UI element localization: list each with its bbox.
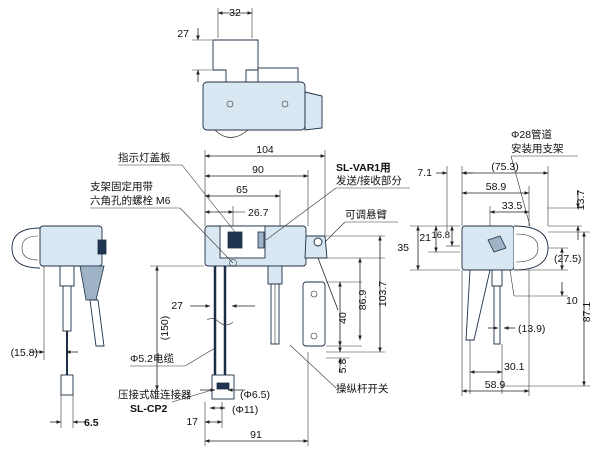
right-dim-75-3: (75.3) [491, 161, 518, 173]
arm-pivot [313, 237, 323, 247]
label-cable: Φ5.2电缆 [130, 352, 174, 365]
dim-17: 17 [186, 416, 198, 428]
dim-phi6-5: (Φ6.5) [240, 389, 270, 401]
label-bracket-line2: 六角孔的螺栓 M6 [90, 194, 171, 207]
dim-86-9: 86.9 [357, 290, 369, 311]
label-connector: 压接式雄连接器 [118, 388, 192, 401]
indicator-lamp [227, 231, 243, 249]
top-view-connector-block [212, 39, 259, 83]
right-rod-collar [491, 269, 503, 287]
left-indicator [97, 239, 107, 255]
left-connector [60, 374, 74, 396]
top-view-housing [202, 81, 306, 131]
dim-150: (150) [159, 316, 171, 341]
left-view: (15.8) 6.5 [11, 225, 107, 429]
label-model: SL-VAR1用 [336, 162, 391, 174]
label-pipe-bracket-2: 安装用支架 [511, 142, 564, 155]
left-dim-15-8: (15.8) [11, 347, 38, 359]
right-rod [493, 285, 501, 345]
dim-phi11: (Φ11) [232, 404, 258, 416]
left-lever [89, 299, 105, 347]
left-rod [62, 285, 72, 332]
dim-91: 91 [250, 429, 262, 441]
right-dim-27-5: (27.5) [554, 253, 581, 265]
front-view: 104 90 65 26.7 (150) 27 40 86.9 103.7 5.… [90, 144, 410, 446]
right-dim-13-7: 13.7 [575, 190, 587, 211]
right-lever [465, 269, 491, 341]
top-view-lens [214, 129, 249, 138]
right-dim-33-5: 33.5 [502, 200, 523, 212]
label-model-part: 发送/接收部分 [336, 174, 402, 187]
top-view-side-block [257, 67, 299, 83]
label-pipe-bracket: Φ28管道 [511, 128, 553, 141]
left-arm [79, 265, 105, 301]
bracket-plate [302, 281, 326, 347]
hex-bolt [229, 259, 237, 267]
right-dim-58-9-top: 58.9 [486, 181, 507, 193]
rod-collar [267, 265, 283, 285]
label-adjustable-arm: 可调悬臂 [345, 208, 387, 221]
right-dim-35: 35 [397, 242, 409, 254]
cable-break [206, 318, 234, 326]
right-dim-13-9: (13.9) [518, 323, 545, 335]
label-bracket-line1: 支架固定用带 [90, 180, 153, 193]
plate-hole-top [310, 290, 318, 298]
dim-27: 27 [171, 300, 183, 312]
label-lever-switch: 操纵杆开关 [336, 382, 389, 395]
dim-104: 104 [256, 144, 274, 156]
top-view-screw-right [281, 100, 289, 108]
label-indicator-cover: 指示灯盖板 [118, 151, 171, 164]
dim-103-7: 103.7 [377, 281, 389, 307]
dim-5-8: 5.8 [337, 359, 349, 374]
top-view-arm [304, 91, 323, 131]
left-pipe-clamp [11, 227, 41, 269]
dim-40: 40 [337, 312, 349, 324]
top-view: 32 27 [177, 7, 323, 138]
right-dim-58-9-bottom: 58.9 [485, 379, 506, 391]
connector-contact [216, 382, 230, 390]
right-dim-21: 21 [419, 232, 431, 244]
top-view-screw-left [226, 100, 234, 108]
right-view: Φ28管道 安装用支架 7.1 (75.3) 58.9 33.5 13.7 35… [397, 128, 593, 396]
dim-65: 65 [236, 184, 248, 196]
right-dim-87-1: 87.1 [581, 302, 593, 323]
right-dim-10: 10 [566, 295, 578, 307]
right-pipe-clamp [513, 225, 549, 271]
right-pivot [487, 235, 507, 253]
right-dim-7-1: 7.1 [417, 167, 432, 179]
indicator-slot [257, 231, 265, 249]
plate-hole-bottom [310, 332, 318, 340]
left-housing [39, 225, 103, 267]
left-dim-6-5: 6.5 [84, 417, 99, 429]
right-dim-30-1: 30.1 [504, 361, 525, 373]
label-connector-model: SL-CP2 [130, 403, 168, 415]
right-dim-16-8: 16.8 [432, 230, 451, 241]
left-rod-collar [59, 265, 75, 287]
dim-90: 90 [252, 164, 264, 176]
top-dim-32: 32 [229, 7, 241, 19]
top-dim-27: 27 [177, 28, 189, 40]
dim-26-7: 26.7 [248, 207, 269, 219]
indicator-cover [219, 225, 266, 259]
